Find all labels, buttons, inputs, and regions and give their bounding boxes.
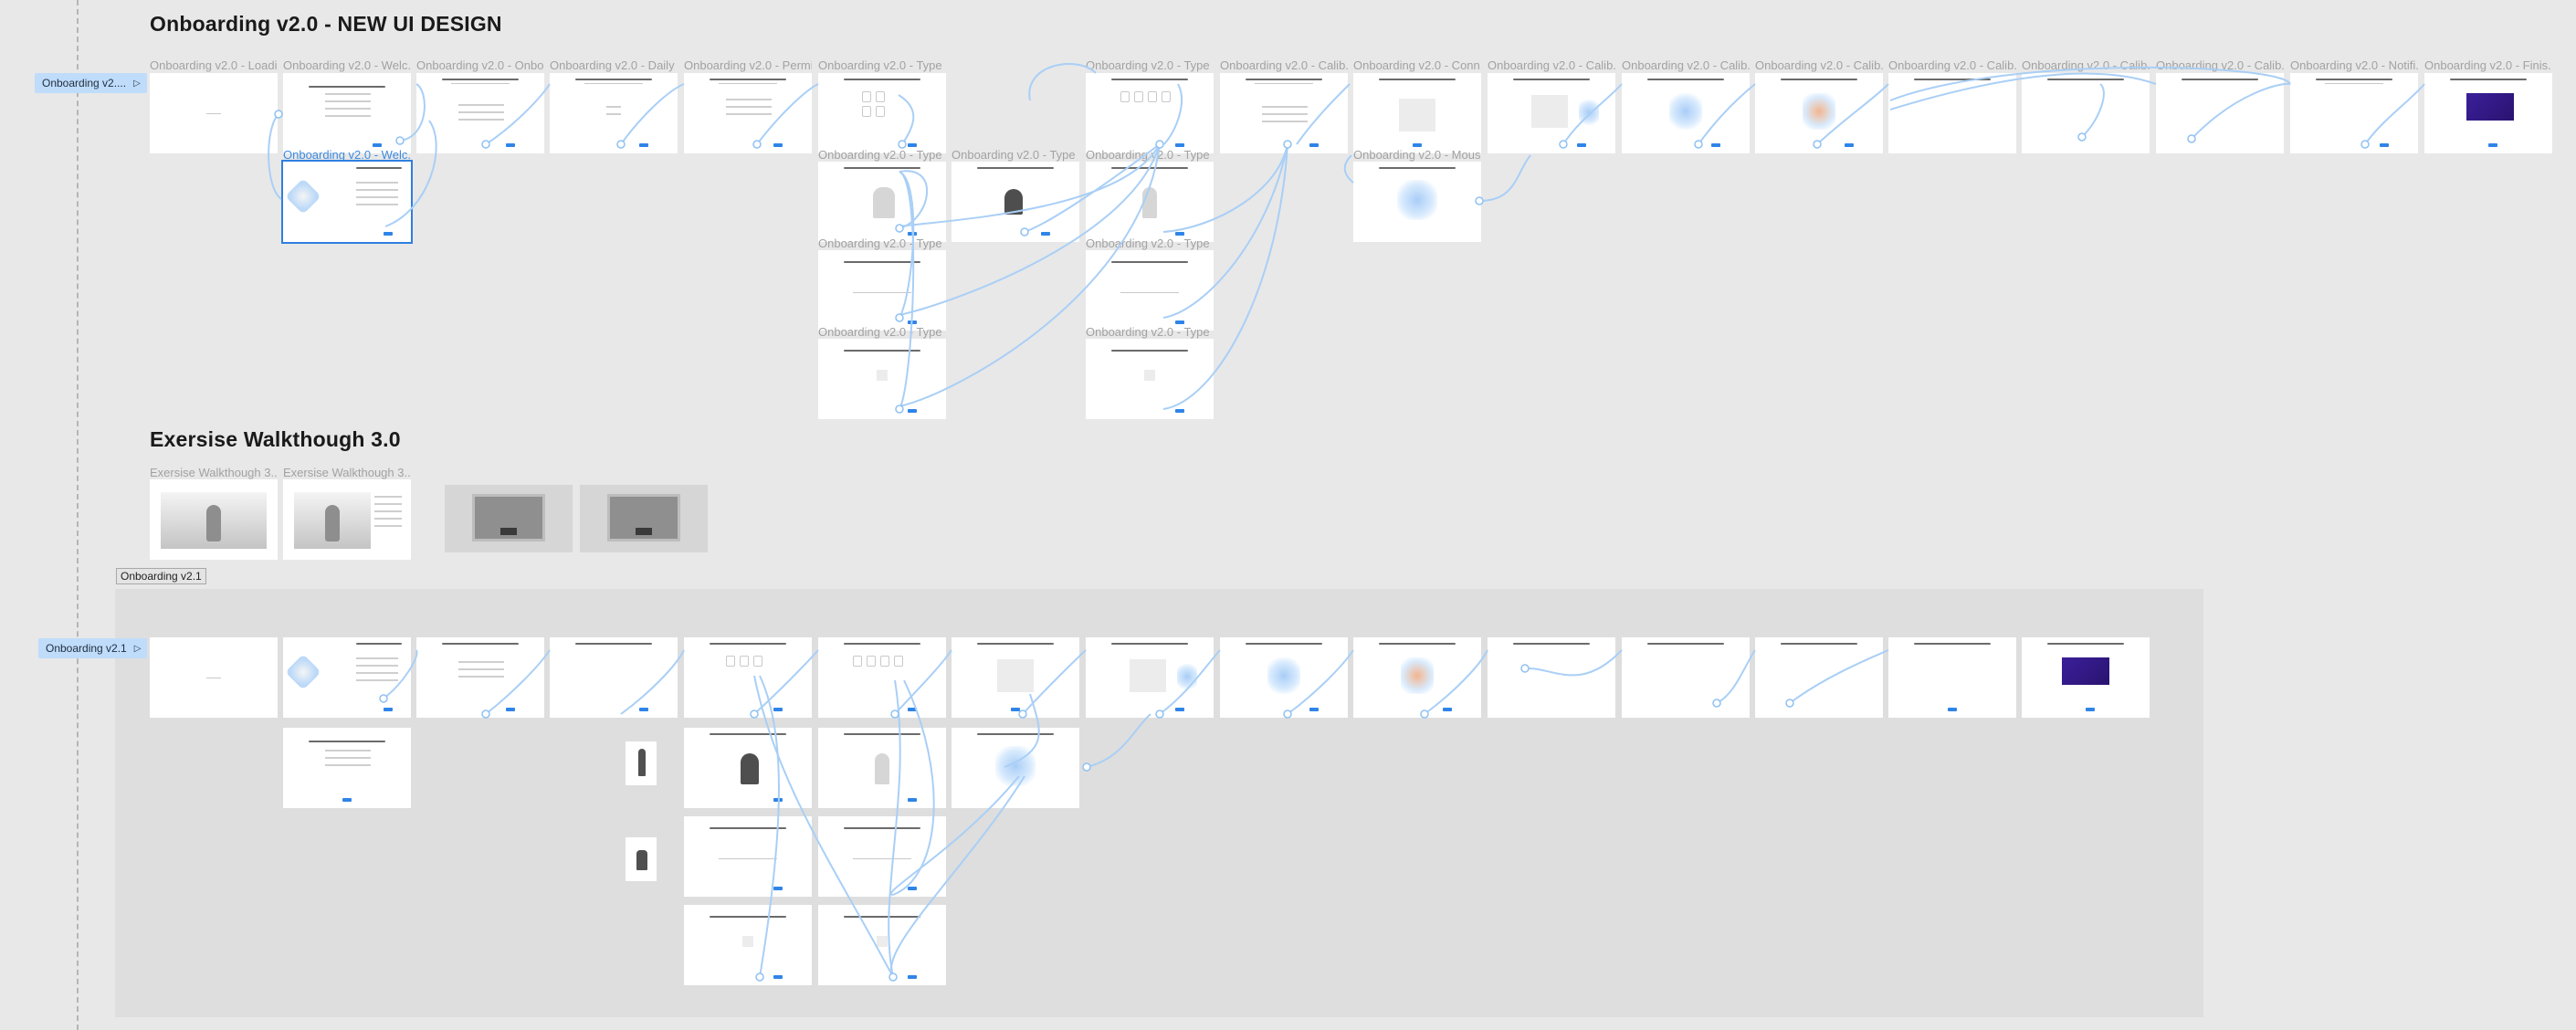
frame-v21-calibration-1[interactable] <box>1086 637 1214 718</box>
frame-label[interactable]: Exersise Walkthough 3.... <box>283 467 411 479</box>
frame-v21-calibration-3[interactable] <box>1353 637 1481 718</box>
frame-label[interactable]: Onboarding v2.0 - Calib... <box>1888 59 2016 72</box>
frame-v21-type-select[interactable] <box>684 637 812 718</box>
guide-line <box>77 0 79 1030</box>
frame-v21-calibration-4[interactable] <box>1488 637 1615 718</box>
frame-v21-daily[interactable] <box>550 637 678 718</box>
frame-label[interactable]: Onboarding v2.0 - Calib... <box>1220 59 1348 72</box>
frame-v21-type-d[interactable] <box>818 816 946 897</box>
frame-label[interactable]: Onboarding v2.0 - Notifi... <box>2290 59 2418 72</box>
frame-label[interactable]: Onboarding v2.0 - Type ... <box>1086 149 1214 162</box>
frame-label[interactable]: Onboarding v2.0 - Loadi... <box>150 59 278 72</box>
frame-v21-welcome[interactable] <box>283 637 411 718</box>
frame-v21-finish[interactable] <box>2022 637 2150 718</box>
frame-label[interactable]: Onboarding v2.0 - Type ... <box>952 149 1079 162</box>
walkthrough-placeholder-1[interactable] <box>445 485 573 552</box>
frame-v21-type-a[interactable] <box>684 728 812 808</box>
frame-notifications[interactable] <box>2290 73 2418 153</box>
frame-label[interactable]: Onboarding v2.0 - Type ... <box>1086 326 1214 339</box>
play-icon[interactable]: ▷ <box>133 643 142 654</box>
frame-type-option-d[interactable] <box>818 250 946 331</box>
frame-label[interactable]: Onboarding v2.0 - Calib... <box>1488 59 1615 72</box>
seated-figure-illustration <box>626 837 657 881</box>
frame-walkthrough-2[interactable] <box>283 479 411 560</box>
frame-v21-welcome-alt[interactable] <box>283 728 411 808</box>
walkthrough-placeholder-2[interactable] <box>580 485 708 552</box>
frame-calibration-3[interactable] <box>1755 73 1883 153</box>
frame-label[interactable]: Exersise Walkthough 3.... <box>150 467 278 479</box>
frame-label[interactable]: Onboarding v2.0 - Finis... <box>2424 59 2552 72</box>
frame-daily[interactable] <box>550 73 678 153</box>
flow-tag-label: Onboarding v2.1 <box>46 642 127 655</box>
frame-calibration-4[interactable] <box>1888 73 2016 153</box>
frame-calibration-intro[interactable] <box>1220 73 1348 153</box>
frame-label[interactable]: Onboarding v2.0 - Conn... <box>1353 59 1481 72</box>
frame-type-option-f[interactable] <box>818 339 946 419</box>
flow-tag-label: Onboarding v2.... <box>42 77 127 89</box>
frame-v21-loading[interactable] <box>150 637 278 718</box>
frame-label-selected[interactable]: Onboarding v2.0 - Welc... <box>283 149 411 162</box>
flow-start-onboarding-v21[interactable]: Onboarding v2.1 ▷ <box>38 638 148 658</box>
frame-welcome-alt-selected[interactable] <box>281 160 413 244</box>
frame-v21-mouse[interactable] <box>952 728 1079 808</box>
frame-type-select[interactable] <box>818 73 946 153</box>
frame-welcome[interactable] <box>283 73 411 153</box>
frame-v21-onboarding[interactable] <box>416 637 544 718</box>
frame-label[interactable]: Onboarding v2.0 - Type ... <box>1086 237 1214 250</box>
frame-permissions[interactable] <box>684 73 812 153</box>
frame-v21-type-f[interactable] <box>818 905 946 985</box>
play-icon[interactable]: ▷ <box>133 78 141 89</box>
frame-type-option-g[interactable] <box>1086 339 1214 419</box>
frame-label[interactable]: Onboarding v2.0 - Onbo... <box>416 59 544 72</box>
frame-type-option-c[interactable] <box>1086 162 1214 242</box>
frame-label[interactable]: Onboarding v2.0 - Type ... <box>818 326 946 339</box>
frame-v21-type-e[interactable] <box>684 905 812 985</box>
frame-v21-calibration-6[interactable] <box>1755 637 1883 718</box>
section-title-walkthrough[interactable]: Exersise Walkthough 3.0 <box>150 427 401 451</box>
frame-label[interactable]: Onboarding v2.0 - Type ... <box>818 149 946 162</box>
frame-label[interactable]: Onboarding v2.0 - Permi... <box>684 59 812 72</box>
frame-v21-type-c[interactable] <box>684 816 812 897</box>
frame-v21-type-b[interactable] <box>818 728 946 808</box>
frame-finish[interactable] <box>2424 73 2552 153</box>
frame-label[interactable]: Onboarding v2.0 - Daily ... <box>550 59 678 72</box>
frame-label[interactable]: Onboarding v2.0 - Calib... <box>1622 59 1750 72</box>
frame-label[interactable]: Onboarding v2.0 - Type ... <box>1086 59 1214 72</box>
frame-label[interactable]: Onboarding v2.0 - Welc... <box>283 59 411 72</box>
flow-start-onboarding-v20[interactable]: Onboarding v2.... ▷ <box>35 73 147 93</box>
frame-calibration-5[interactable] <box>2022 73 2150 153</box>
frame-v21-type-select-alt[interactable] <box>818 637 946 718</box>
frame-label[interactable]: Onboarding v2.0 - Mous... <box>1353 149 1481 162</box>
frame-type-select-alt[interactable] <box>1086 73 1214 153</box>
frame-label[interactable]: Onboarding v2.0 - Type ... <box>818 59 946 72</box>
frame-walkthrough-1[interactable] <box>150 479 278 560</box>
standing-figure-illustration <box>626 741 657 785</box>
frame-mouse[interactable] <box>1353 162 1481 242</box>
frame-loading[interactable] <box>150 73 278 153</box>
frame-v21-calibration-2[interactable] <box>1220 637 1348 718</box>
frame-type-option-a[interactable] <box>818 162 946 242</box>
frame-connect[interactable] <box>1353 73 1481 153</box>
frame-calibration-2[interactable] <box>1622 73 1750 153</box>
frame-v21-calibration-5[interactable] <box>1622 637 1750 718</box>
frame-calibration-1[interactable] <box>1488 73 1615 153</box>
frame-label[interactable]: Onboarding v2.0 - Calib... <box>1755 59 1883 72</box>
group-tag-onboarding-v21[interactable]: Onboarding v2.1 <box>116 568 206 584</box>
section-title-onboarding-v2[interactable]: Onboarding v2.0 - NEW UI DESIGN <box>150 12 502 36</box>
frame-v21-notifications[interactable] <box>1888 637 2016 718</box>
